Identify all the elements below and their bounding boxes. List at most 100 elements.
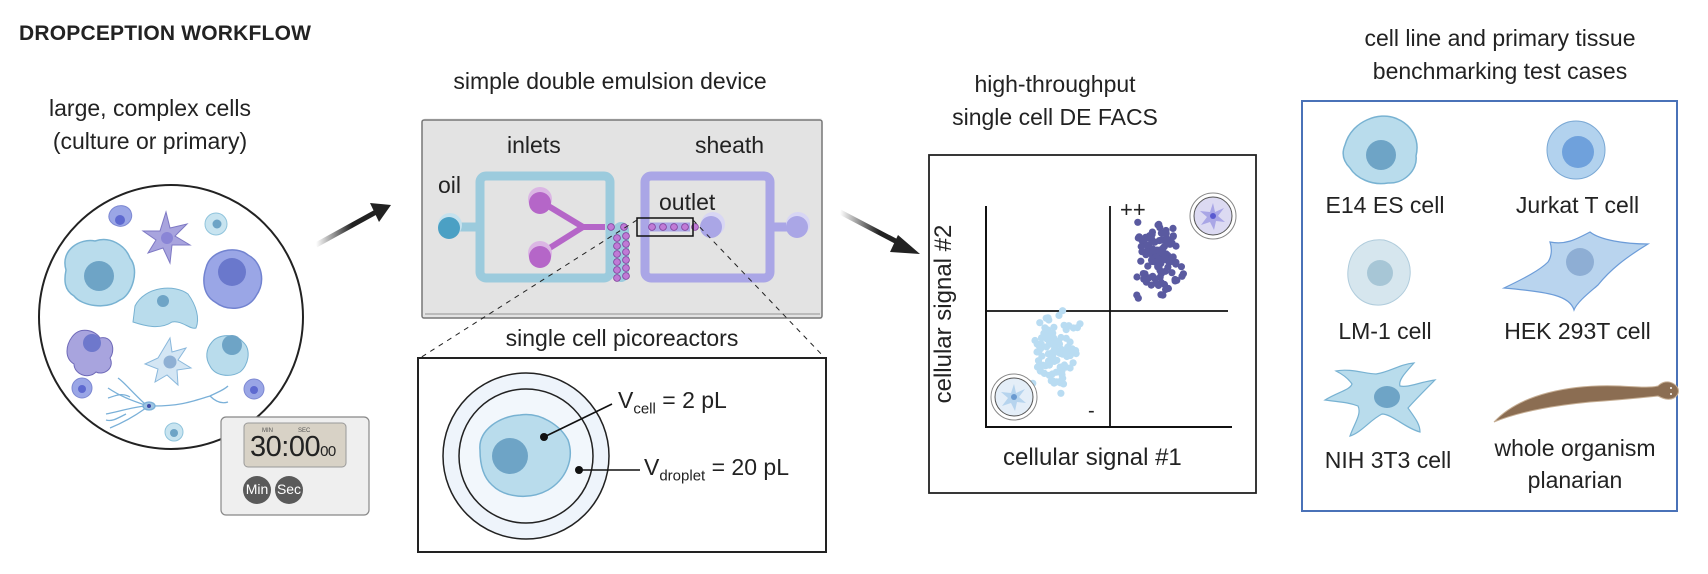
droplet <box>607 223 615 231</box>
scatter-point <box>1062 334 1070 342</box>
scatter-point <box>1044 350 1052 358</box>
scatter-point <box>1043 335 1051 343</box>
oil-label: oil <box>438 172 462 198</box>
inlet-port-top <box>529 192 551 214</box>
positive-droplet-icon <box>1189 192 1237 240</box>
oil-port <box>438 217 460 239</box>
lm1-cell-icon <box>1347 239 1411 306</box>
test-case-label: E14 ES cell <box>1325 192 1445 218</box>
scatter-point <box>1031 336 1039 345</box>
test-case-label: whole organism planarian <box>1480 432 1670 496</box>
scatter-point <box>1156 224 1164 232</box>
scatter-point <box>1046 340 1054 348</box>
inlet-y-junction <box>528 187 605 268</box>
step3-heading: high-throughput single cell DE FACS <box>905 68 1205 134</box>
star-cell-icon <box>143 336 193 387</box>
scatter-point <box>1140 236 1148 244</box>
droplet <box>613 274 621 282</box>
sheath-label: sheath <box>695 132 765 158</box>
step1-heading-line1: large, complex cells <box>49 95 251 121</box>
callout-line-right <box>692 219 826 359</box>
scatter-point <box>1045 316 1053 324</box>
timer-sec-button <box>275 476 303 504</box>
negative-population <box>1029 307 1084 397</box>
scatter-point <box>1169 253 1177 261</box>
scatter-point <box>1173 276 1181 284</box>
scatter-point <box>1048 370 1056 378</box>
scatter-point <box>1157 270 1165 278</box>
scatter-point <box>1147 281 1155 289</box>
droplet-train <box>607 223 699 282</box>
cell-icon <box>204 212 228 236</box>
scatter-point <box>1144 249 1152 257</box>
scatter-point <box>1134 218 1142 226</box>
scatter-point <box>1137 257 1145 265</box>
scatter-point <box>1162 226 1170 235</box>
x-axis-label: cellular signal #1 <box>1003 444 1182 471</box>
step4-heading-line1: cell line and primary tissue <box>1364 25 1636 51</box>
outlet-label: outlet <box>659 189 716 215</box>
scatter-point <box>1144 262 1152 270</box>
chip-icon <box>421 118 823 319</box>
scatter-point <box>1061 363 1070 371</box>
droplet <box>659 223 667 231</box>
star-cell-icon <box>141 210 192 265</box>
picoreactor-droplet-icon <box>442 372 610 540</box>
scatter-point <box>1155 263 1163 271</box>
figure-title: DROPCEPTION WORKFLOW <box>19 22 312 45</box>
droplet <box>648 223 656 231</box>
test-case-label: LM-1 cell <box>1338 318 1432 344</box>
scatter-point <box>1147 233 1155 241</box>
cell-icon <box>66 329 114 377</box>
scatter-point <box>1054 337 1063 345</box>
droplet <box>613 250 621 258</box>
scatter-point <box>1069 359 1077 367</box>
v-cell-value: = 2 pL <box>662 387 727 413</box>
timer-sec-small-label: SEC <box>298 428 311 434</box>
scatter-point <box>1033 363 1042 371</box>
timer-sec-button-label: Sec <box>276 481 302 497</box>
scatter-point <box>1035 342 1043 350</box>
v-droplet-pointer <box>575 466 640 474</box>
timer-icon <box>220 416 370 516</box>
v-cell-symbol: V <box>618 387 634 413</box>
scatter-point <box>1045 361 1053 369</box>
scatter-point <box>1034 357 1043 365</box>
callout-line-left <box>419 219 638 359</box>
step3-heading-line1: high-throughput <box>974 71 1136 97</box>
scatter-point <box>1036 319 1044 327</box>
planarian-icon <box>1493 381 1679 423</box>
planarian-label-line1: whole organism <box>1494 435 1656 461</box>
nih3t3-cell-icon <box>1323 362 1437 437</box>
timer-min-small-label: MIN <box>262 428 273 434</box>
v-droplet-symbol: V <box>644 454 660 480</box>
planarian-label-line2: planarian <box>1527 467 1623 493</box>
timer-display-small: 00 <box>320 443 336 460</box>
inset-heading: single cell picoreactors <box>505 325 739 351</box>
scatter-point <box>1148 257 1156 266</box>
step4-heading-line2: benchmarking test cases <box>1372 58 1628 84</box>
scatter-point <box>1055 311 1063 319</box>
cell-icon <box>243 378 265 400</box>
v-cell-label: Vcell = 2 pL <box>618 387 727 418</box>
scatter-point <box>1179 270 1187 278</box>
scatter-point <box>1134 234 1142 242</box>
scatter-point <box>1177 263 1185 271</box>
scatter-point <box>1133 273 1141 281</box>
step1-heading: large, complex cells (culture or primary… <box>20 92 280 158</box>
timer-min-button <box>243 476 271 504</box>
inlets-label: inlets <box>507 132 561 158</box>
v-cell-pointer <box>540 403 613 441</box>
cell-icon <box>206 335 249 376</box>
scatter-point <box>1064 346 1072 354</box>
scatter-point <box>1164 263 1172 271</box>
scatter-point <box>1169 224 1177 232</box>
scatter-point <box>1050 323 1058 331</box>
scatter-point <box>1163 238 1171 247</box>
v-cell-subscript: cell <box>633 400 656 418</box>
negative-droplet-icon <box>990 373 1038 421</box>
step1-heading-line2: (culture or primary) <box>52 128 248 154</box>
e14-es-cell-icon <box>1342 115 1418 185</box>
